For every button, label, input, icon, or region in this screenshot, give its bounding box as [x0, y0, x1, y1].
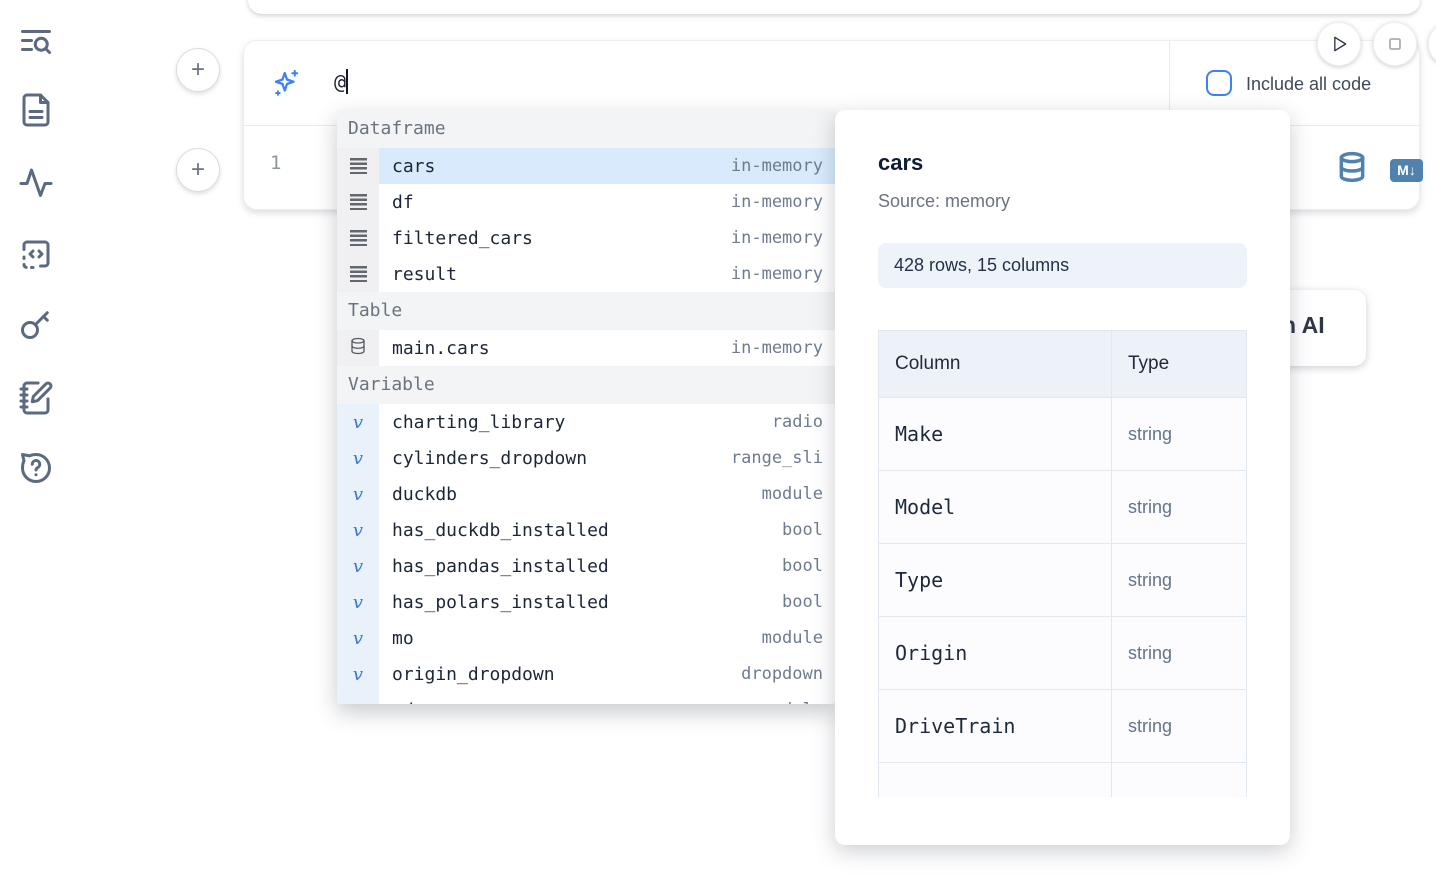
code-editor-row[interactable]: 1 M↓ [244, 127, 1423, 210]
dataframe-rows-icon [349, 230, 367, 246]
dataframe-preview-panel: cars Source: memory 428 rows, 15 columns… [835, 110, 1290, 845]
schema-table: Column Type Make string Model string Typ… [878, 330, 1247, 797]
schema-row: Model string [878, 470, 1247, 544]
variable-icon: v [352, 483, 364, 505]
file-icon[interactable] [18, 92, 54, 128]
schema-row: DriveTrain string [878, 689, 1247, 763]
section-header-variable: Variable [337, 366, 835, 404]
clipped-action-button[interactable] [1428, 22, 1436, 66]
schema-header-row: Column Type [878, 330, 1247, 398]
line-number: 1 [270, 152, 282, 174]
preview-title: cars [878, 150, 924, 175]
column-header: Column [878, 330, 1112, 398]
snippets-code-icon[interactable] [18, 236, 54, 272]
schema-row: Make string [878, 397, 1247, 471]
preview-source: Source: memory [878, 191, 1011, 211]
prompt-options-zone: Include all code [1169, 41, 1421, 126]
include-all-code-label: Include all code [1246, 74, 1372, 94]
variable-icon: v [352, 411, 364, 433]
include-all-code-checkbox[interactable] [1206, 70, 1232, 96]
prompt-value: @ [334, 70, 347, 94]
variable-icon: v [353, 700, 363, 705]
dataframe-rows-icon [349, 158, 367, 174]
variable-icon: v [352, 555, 364, 577]
database-connect-icon[interactable] [1336, 151, 1368, 185]
schema-row: Type string [878, 543, 1247, 617]
key-icon[interactable] [18, 306, 54, 342]
add-cell-button-top[interactable]: + [176, 48, 220, 92]
section-header-dataframe: Dataframe [337, 110, 835, 148]
help-chat-icon[interactable] [18, 450, 54, 486]
sparkles-ai-icon [271, 68, 301, 98]
sidebar [0, 0, 72, 874]
activity-icon[interactable] [18, 164, 54, 200]
text-cursor [346, 69, 349, 94]
section-header-table: Table [337, 292, 835, 330]
dataframe-rows-icon [349, 266, 367, 282]
autocomplete-item-pd[interactable]: v pdmodule [337, 692, 835, 704]
variable-icon: v [352, 627, 364, 649]
schema-table-wrapper: Column Type Make string Model string Typ… [878, 330, 1247, 797]
run-cell-button[interactable] [1317, 22, 1361, 66]
schema-row: Origin string [878, 616, 1247, 690]
variable-icon: v [352, 519, 364, 541]
clipped-row: v pdmodule [337, 692, 835, 704]
add-cell-button-bottom[interactable]: + [176, 148, 220, 192]
database-icon [349, 337, 367, 360]
stop-button[interactable] [1373, 22, 1417, 66]
variable-icon: v [352, 447, 364, 469]
previous-cell-edge [248, 0, 1420, 14]
markdown-convert-icon[interactable]: M↓ [1390, 159, 1423, 182]
type-header: Type [1111, 330, 1247, 398]
schema-row-clipped [878, 762, 1247, 797]
shape-badge: 428 rows, 15 columns [878, 243, 1247, 288]
variable-icon: v [352, 663, 364, 685]
ai-prompt-input[interactable]: @ [334, 69, 349, 94]
table-of-contents-search-icon[interactable] [18, 24, 54, 60]
scratchpad-notebook-icon[interactable] [18, 380, 54, 416]
dataframe-rows-icon [349, 194, 367, 210]
variable-icon: v [352, 591, 364, 613]
